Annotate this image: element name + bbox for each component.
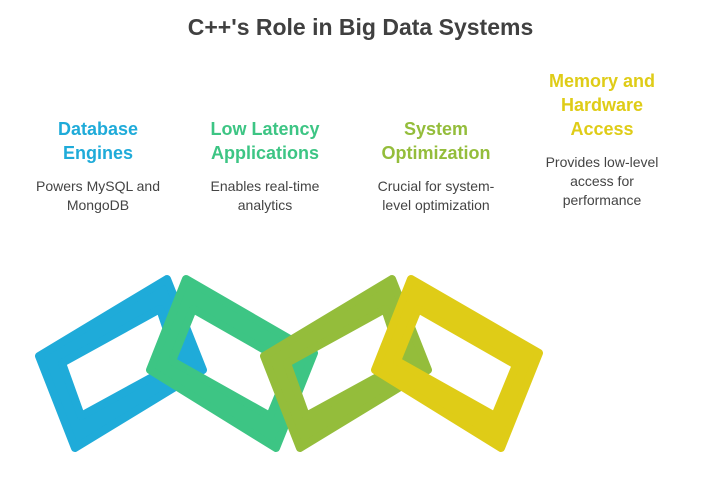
chain-link-yellow bbox=[371, 275, 543, 452]
item-database-engines: Database Engines Powers MySQL and MongoD… bbox=[23, 117, 173, 215]
item-heading: System Optimization bbox=[381, 119, 491, 163]
item-description: Provides low-level access for performanc… bbox=[545, 154, 659, 208]
item-memory-hardware: Memory and Hardware Access Provides low-… bbox=[527, 69, 677, 210]
diagram-title: C++'s Role in Big Data Systems bbox=[187, 14, 534, 40]
chain-link-green bbox=[146, 275, 318, 452]
item-system-optimization: System Optimization Crucial for system-l… bbox=[361, 117, 511, 215]
item-heading: Memory and Hardware Access bbox=[548, 71, 656, 139]
item-heading: Database Engines bbox=[57, 119, 139, 163]
item-description: Crucial for system-level optimization bbox=[377, 178, 495, 213]
item-description: Powers MySQL and MongoDB bbox=[36, 178, 160, 213]
item-heading: Low Latency Applications bbox=[210, 119, 320, 163]
item-description: Enables real-time analytics bbox=[210, 178, 320, 213]
item-low-latency: Low Latency Applications Enables real-ti… bbox=[190, 117, 340, 215]
